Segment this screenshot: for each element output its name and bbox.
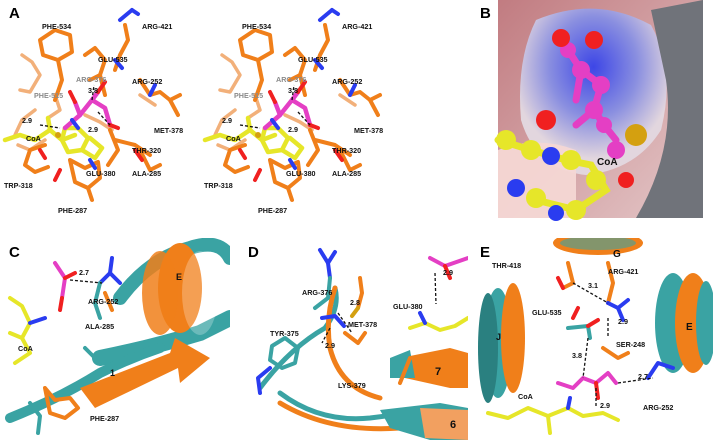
- label-phe287-left: PHE-287: [58, 206, 87, 215]
- label-coa-a-right: CoA: [226, 134, 241, 143]
- label-trp318-left: TRP-318: [4, 181, 33, 190]
- label-trp318-right: TRP-318: [204, 181, 233, 190]
- label-phe515-right: PHE-515: [234, 91, 263, 100]
- panel-c: 2.7 ARG-252 ALA-285 PHE-287 CoA E 1 C: [0, 238, 230, 440]
- label-helix-j-e: J: [496, 332, 501, 342]
- dist-e-2: 2.9: [618, 317, 628, 326]
- dist-e-3: 3.8: [572, 351, 582, 360]
- label-ala285-right: ALA-285: [332, 169, 361, 178]
- label-helix-g-e: G: [613, 249, 621, 260]
- sulfur-atom-left: [55, 132, 61, 138]
- label-phe287-c: PHE-287: [90, 414, 119, 423]
- label-phe534-right: PHE-534: [242, 22, 271, 31]
- label-arg252-right: ARG-252: [332, 77, 362, 86]
- panel-a-stereo-image: PHE-534 ARG-421 GLU-535 ARG-376 ARG-252 …: [2, 8, 383, 215]
- panel-d-letter: D: [248, 244, 259, 261]
- panel-d-structure-image: MET-378 ARG-376 TYR-375 GLU-380 LYS-379 …: [256, 248, 468, 440]
- panel-d: MET-378 ARG-376 TYR-375 GLU-380 LYS-379 …: [240, 238, 468, 440]
- panel-b-surface-image: CoA: [494, 0, 703, 221]
- label-glu535-right: GLU-535: [298, 55, 328, 64]
- label-helix-e-c: E: [176, 272, 182, 282]
- label-arg421-e: ARG-421: [608, 267, 638, 276]
- panel-e-letter: E: [480, 244, 491, 261]
- label-strand-6-d: 6: [450, 419, 456, 431]
- label-arg252-e: ARG-252: [643, 403, 673, 412]
- panel-a-letter: A: [9, 5, 20, 22]
- label-coa-b: CoA: [597, 157, 618, 168]
- stereo-right: [202, 8, 382, 202]
- label-met378-d: MET-378: [348, 320, 377, 329]
- label-strand-7-d: 7: [435, 366, 441, 378]
- label-coa-c: CoA: [18, 344, 33, 353]
- label-arg252-c: ARG-252: [88, 297, 118, 306]
- label-met378-right: MET-378: [354, 126, 383, 135]
- dist-d-3: 2.9: [325, 341, 335, 350]
- panel-e-structure-image: THR-418 ARG-421 GLU-535 SER-248 ARG-252 …: [478, 238, 713, 435]
- dist-c-1: 2.7: [79, 268, 89, 277]
- label-thr320-left: THR-320: [132, 146, 161, 155]
- dist-a-1-left: 3.8: [88, 86, 98, 95]
- panel-c-letter: C: [9, 244, 20, 261]
- dist-a-2-left: 2.9: [22, 116, 32, 125]
- dist-e-1: 3.1: [588, 281, 598, 290]
- label-helix-e-e: E: [686, 322, 693, 333]
- label-arg252-left: ARG-252: [132, 77, 162, 86]
- panel-a: PHE-534 ARG-421 GLU-535 ARG-376 ARG-252 …: [0, 0, 470, 225]
- panel-b: B: [476, 0, 703, 222]
- label-glu380-d: GLU-380: [393, 302, 423, 311]
- dist-d-1: 2.9: [443, 268, 453, 277]
- label-phe515-left: PHE-515: [34, 91, 63, 100]
- label-arg421-right: ARG-421: [342, 22, 372, 31]
- dist-e-4: 2.7: [638, 372, 648, 381]
- panel-b-letter: B: [480, 5, 491, 22]
- label-ala285-c: ALA-285: [85, 322, 114, 331]
- label-arg376-right: ARG-376: [276, 75, 306, 84]
- label-ala285-left: ALA-285: [132, 169, 161, 178]
- label-glu380-left: GLU-380: [86, 169, 116, 178]
- sulfur-atom-right: [255, 132, 261, 138]
- label-thr320-right: THR-320: [332, 146, 361, 155]
- label-lys379-d: LYS-379: [338, 381, 366, 390]
- panel-c-structure-image: 2.7 ARG-252 ALA-285 PHE-287 CoA E 1: [5, 238, 230, 435]
- label-strand-1-c: 1: [110, 368, 115, 378]
- label-coa-a-left: CoA: [26, 134, 41, 143]
- dist-a-3-left: 2.9: [88, 125, 98, 134]
- label-phe287-right: PHE-287: [258, 206, 287, 215]
- dist-a-2-right: 2.9: [222, 116, 232, 125]
- label-arg376-left: ARG-376: [76, 75, 106, 84]
- label-met378-left: MET-378: [154, 126, 183, 135]
- stereo-left: [2, 8, 182, 202]
- dist-a-3-right: 2.9: [288, 125, 298, 134]
- dist-a-1-right: 3.8: [288, 86, 298, 95]
- sulfur-sphere: [625, 124, 647, 146]
- label-ser248-e: SER-248: [616, 340, 645, 349]
- label-glu535-e: GLU-535: [532, 308, 562, 317]
- label-tyr375-d: TYR-375: [270, 329, 299, 338]
- label-coa-e: CoA: [518, 392, 533, 401]
- dist-d-2: 2.8: [350, 298, 360, 307]
- label-arg376-d: ARG-376: [302, 288, 332, 297]
- dist-e-5: 2.9: [600, 401, 610, 410]
- panel-e: THR-418 ARG-421 GLU-535 SER-248 ARG-252 …: [478, 238, 713, 440]
- label-phe534-left: PHE-534: [42, 22, 71, 31]
- label-glu380-right: GLU-380: [286, 169, 316, 178]
- label-arg421-left: ARG-421: [142, 22, 172, 31]
- label-thr418-e: THR-418: [492, 261, 521, 270]
- label-glu535-left: GLU-535: [98, 55, 128, 64]
